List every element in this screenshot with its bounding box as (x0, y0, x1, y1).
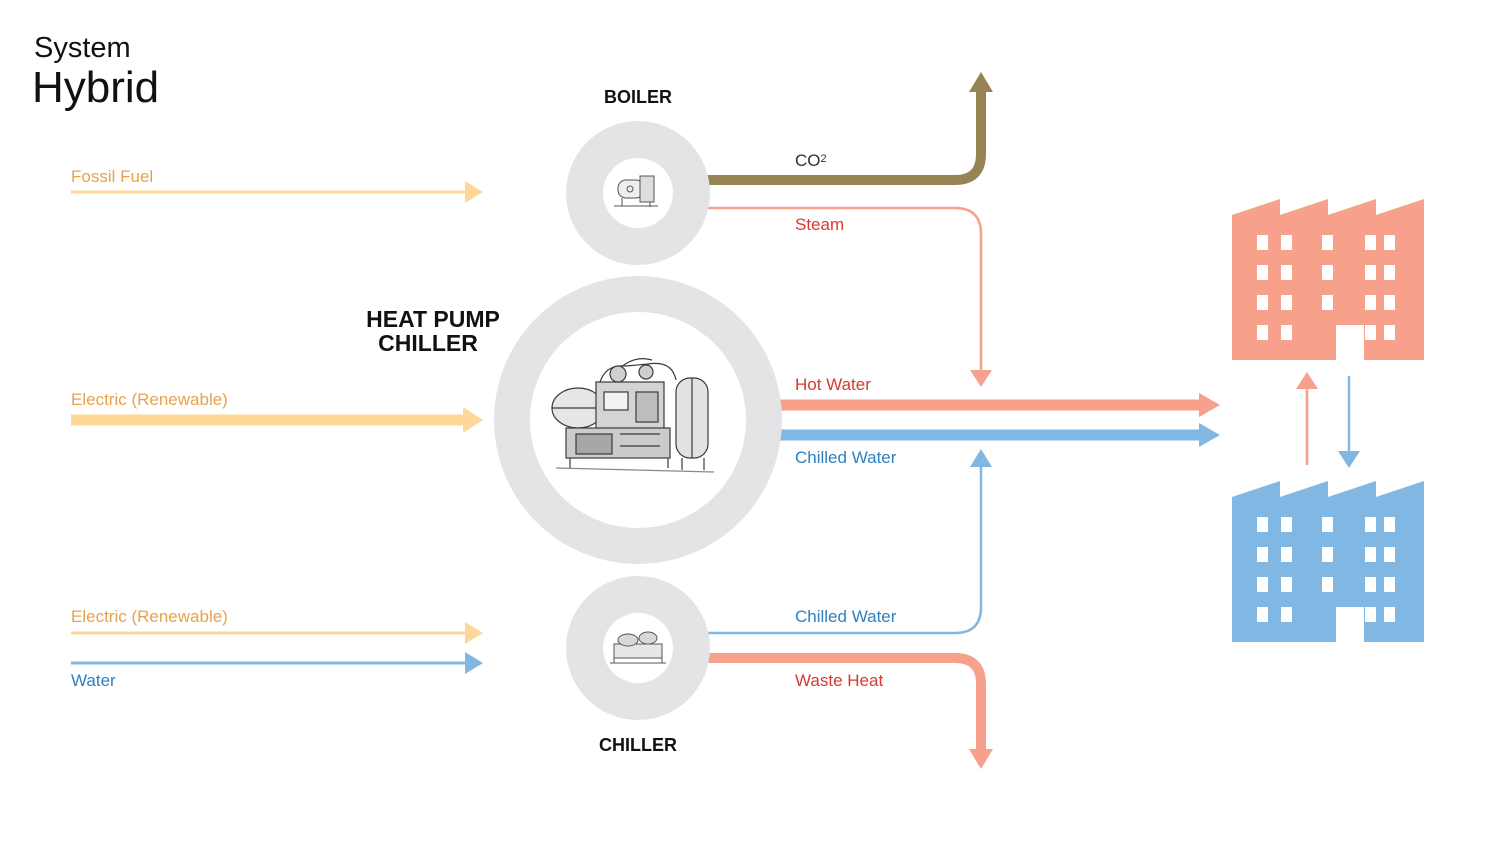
output-arrow-chilled-water (745, 423, 1220, 447)
label-hot-water: Hot Water (795, 375, 871, 394)
boiler-node (566, 121, 710, 265)
label-fossil-fuel: Fossil Fuel (71, 167, 153, 186)
input-arrow-electric-heat-pump (71, 407, 483, 433)
boiler-icon (614, 175, 658, 207)
label-steam: Steam (795, 215, 844, 234)
boiler-label: BOILER (604, 87, 672, 107)
output-arrow-hot-water (745, 393, 1220, 417)
output-arrow-chilled-water-chiller (672, 449, 992, 635)
input-arrow-fossil-fuel (71, 181, 483, 203)
input-arrow-water (71, 652, 483, 674)
output-arrow-waste-heat (672, 653, 993, 769)
building-hot (1232, 199, 1424, 360)
label-electric-chiller: Electric (Renewable) (71, 607, 228, 626)
output-arrow-co2 (672, 72, 993, 185)
label-chilled-water-main: Chilled Water (795, 448, 897, 467)
label-water: Water (71, 671, 116, 690)
heat-pump-label-line1: HEAT PUMP (366, 306, 500, 332)
label-co2: CO2 (795, 151, 827, 170)
chiller-node (566, 576, 710, 720)
label-chilled-water-chiller: Chilled Water (795, 607, 897, 626)
arrow-down-to-cold-building (1338, 376, 1360, 468)
arrow-up-to-hot-building (1296, 372, 1318, 465)
title-hybrid: Hybrid (32, 63, 159, 112)
input-arrow-electric-chiller (71, 622, 483, 644)
chiller-icon (610, 631, 666, 664)
label-waste-heat: Waste Heat (795, 671, 883, 690)
output-arrow-steam (672, 206, 992, 387)
chiller-label: CHILLER (599, 735, 677, 755)
label-electric-heat-pump: Electric (Renewable) (71, 390, 228, 409)
building-cold (1232, 481, 1424, 642)
heat-pump-chiller-icon (551, 358, 715, 473)
title-system: System (34, 32, 131, 64)
heat-pump-label-line2: CHILLER (378, 330, 478, 356)
heat-pump-chiller-node (494, 276, 782, 564)
